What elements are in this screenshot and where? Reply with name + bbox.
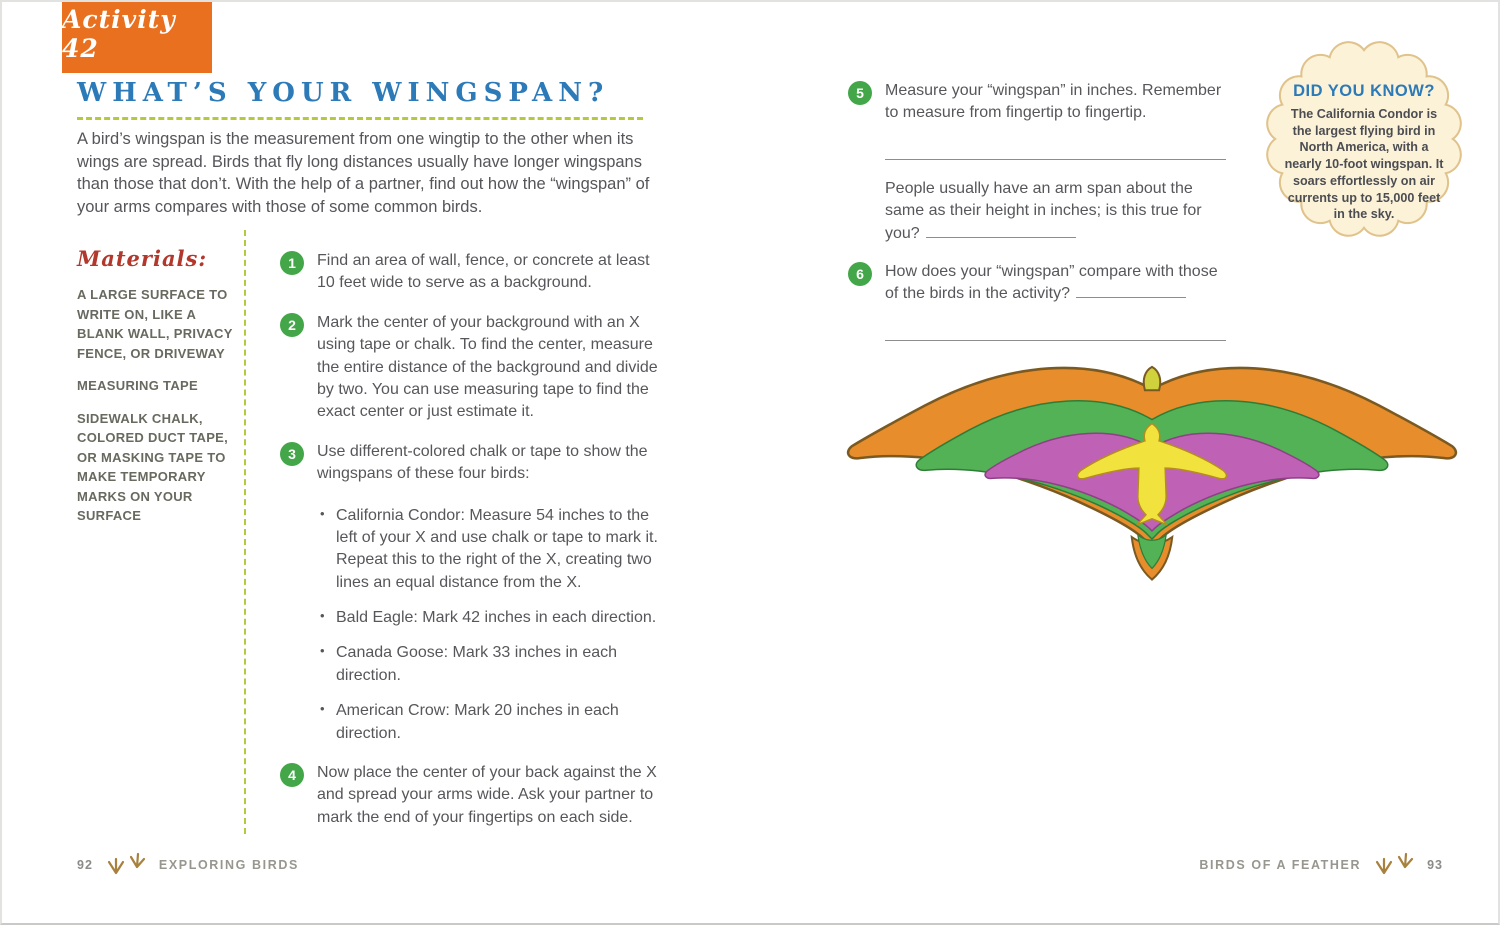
steps-list-left: 1 Find an area of wall, fence, or concre… — [280, 250, 660, 846]
body-yellow — [1076, 422, 1228, 526]
footer-right: BIRDS OF A FEATHER 93 — [1199, 852, 1443, 878]
step-number-badge: 6 — [848, 261, 872, 286]
step-number-badge: 1 — [280, 251, 304, 275]
step-number-badge: 3 — [280, 441, 304, 466]
step-text: Mark the center of your background with … — [317, 313, 658, 421]
activity-badge: Activity 42 — [62, 2, 212, 73]
step-number-badge: 4 — [280, 763, 304, 788]
bullet-canada-goose: Canada Goose: Mark 33 inches in each dir… — [320, 642, 660, 687]
step-text: Now place the center of your back agains… — [317, 764, 657, 826]
page-number-left: 92 — [77, 858, 93, 872]
step-3: 3 Use different-colored chalk or tape to… — [280, 441, 660, 486]
footer-section-label-left: EXPLORING BIRDS — [158, 858, 299, 872]
step-3-bullet-list: California Condor: Measure 54 inches to … — [320, 505, 660, 759]
bullet-bald-eagle: Bald Eagle: Mark 42 inches in each direc… — [320, 607, 660, 629]
step-1: 1 Find an area of wall, fence, or concre… — [280, 250, 660, 295]
title-block: WHAT’S YOUR WINGSPAN? — [77, 78, 643, 120]
bird-footprints-icon — [1375, 852, 1414, 875]
intro-paragraph: A bird’s wingspan is the measurement fro… — [77, 130, 650, 216]
footer-left: 92 EXPLORING BIRDS — [77, 852, 299, 878]
step-5-followup: People usually have an arm span about th… — [885, 178, 1226, 245]
step-5: 5 Measure your “wingspan” in inches. Rem… — [848, 80, 1226, 125]
material-item: A LARGE SURFACE TO WRITE ON, LIKE A BLAN… — [77, 287, 233, 361]
write-in-line — [925, 226, 1076, 238]
step-number-badge: 5 — [848, 81, 872, 105]
materials-heading: Materials: — [77, 246, 208, 271]
step-text: Use different-colored chalk or tape to s… — [317, 442, 648, 483]
bird-footprints-icon — [107, 852, 146, 875]
tail-green — [1137, 533, 1167, 570]
step-4: 4 Now place the center of your back agai… — [280, 762, 660, 829]
did-you-know-body: The California Condor is the largest fly… — [1284, 107, 1444, 222]
did-you-know-heading: DID YOU KNOW? — [1293, 82, 1435, 100]
step-6-text: How does your “wingspan” compare with th… — [885, 262, 1218, 303]
step-2: 2 Mark the center of your background wit… — [280, 312, 660, 424]
step-number-badge: 2 — [280, 312, 304, 337]
footer-section-label-right: BIRDS OF A FEATHER — [1199, 858, 1362, 872]
step-text: Measure your “wingspan” in inches. Remem… — [885, 82, 1222, 122]
did-you-know-callout: DID YOU KNOW? The California Condor is t… — [1253, 30, 1475, 252]
material-item: SIDEWALK CHALK, COLORED DUCT TAPE, OR MA… — [77, 410, 229, 524]
write-in-line — [1075, 286, 1186, 299]
scalloped-badge-shape — [1266, 41, 1462, 237]
step-5-followup-text: People usually have an arm span about th… — [885, 179, 1202, 242]
condor-head — [1142, 365, 1162, 392]
bullet-california-condor: California Condor: Measure 54 inches to … — [320, 505, 660, 595]
column-divider — [244, 230, 246, 834]
materials-section: Materials: A LARGE SURFACE TO WRITE ON, … — [77, 246, 235, 539]
material-item: MEASURING TAPE — [77, 378, 198, 393]
write-in-line — [885, 331, 1226, 341]
bullet-american-crow: American Crow: Mark 20 inches in each di… — [320, 700, 660, 745]
step-text: Find an area of wall, fence, or concrete… — [317, 252, 650, 292]
activity-badge-label: Activity 42 — [62, 5, 176, 63]
condor-illustration — [828, 326, 1476, 582]
steps-list-right: 5 Measure your “wingspan” in inches. Rem… — [848, 80, 1226, 355]
step-text: How does your “wingspan” compare with th… — [885, 261, 1226, 306]
write-in-line — [885, 150, 1226, 160]
page-title: WHAT’S YOUR WINGSPAN? — [77, 78, 610, 108]
page-number-right: 93 — [1427, 858, 1443, 872]
step-6: 6 How does your “wingspan” compare with … — [848, 261, 1226, 306]
did-you-know-text: DID YOU KNOW? The California Condor is t… — [1282, 82, 1446, 223]
